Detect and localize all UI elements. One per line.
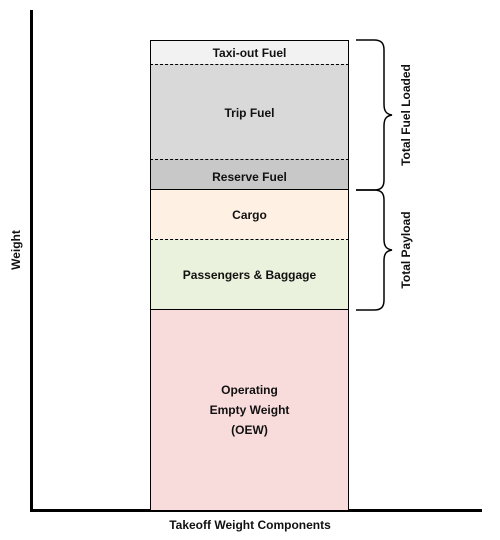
oew-label-line-3: (OEW) (231, 423, 268, 437)
passengers-baggage-label: Passengers & Baggage (182, 268, 317, 282)
trip-fuel-block: Trip Fuel (150, 64, 349, 160)
x-axis-line (30, 509, 482, 512)
oew-block: Operating Empty Weight (OEW) (150, 309, 349, 510)
fuel-bracket (355, 39, 393, 191)
oew-label: Operating Empty Weight (OEW) (210, 380, 290, 440)
taxi-out-fuel-label: Taxi-out Fuel (212, 46, 287, 60)
oew-label-line-1: Operating (221, 383, 278, 397)
fuel-bracket-label: Total Fuel Loaded (399, 64, 413, 166)
cargo-block: Cargo (150, 189, 349, 240)
passengers-baggage-block: Passengers & Baggage (150, 239, 349, 310)
reserve-fuel-block: Reserve Fuel (150, 159, 349, 190)
oew-label-line-2: Empty Weight (209, 403, 290, 417)
cargo-label: Cargo (232, 208, 267, 222)
payload-bracket (356, 189, 393, 311)
reserve-fuel-label: Reserve Fuel (212, 170, 287, 184)
y-axis-line (30, 10, 33, 512)
y-axis-label: Weight (9, 230, 23, 270)
x-axis-label: Takeoff Weight Components (169, 518, 331, 532)
trip-fuel-label: Trip Fuel (224, 105, 275, 120)
taxi-out-fuel-block: Taxi-out Fuel (150, 40, 349, 65)
payload-bracket-label: Total Payload (399, 211, 413, 289)
